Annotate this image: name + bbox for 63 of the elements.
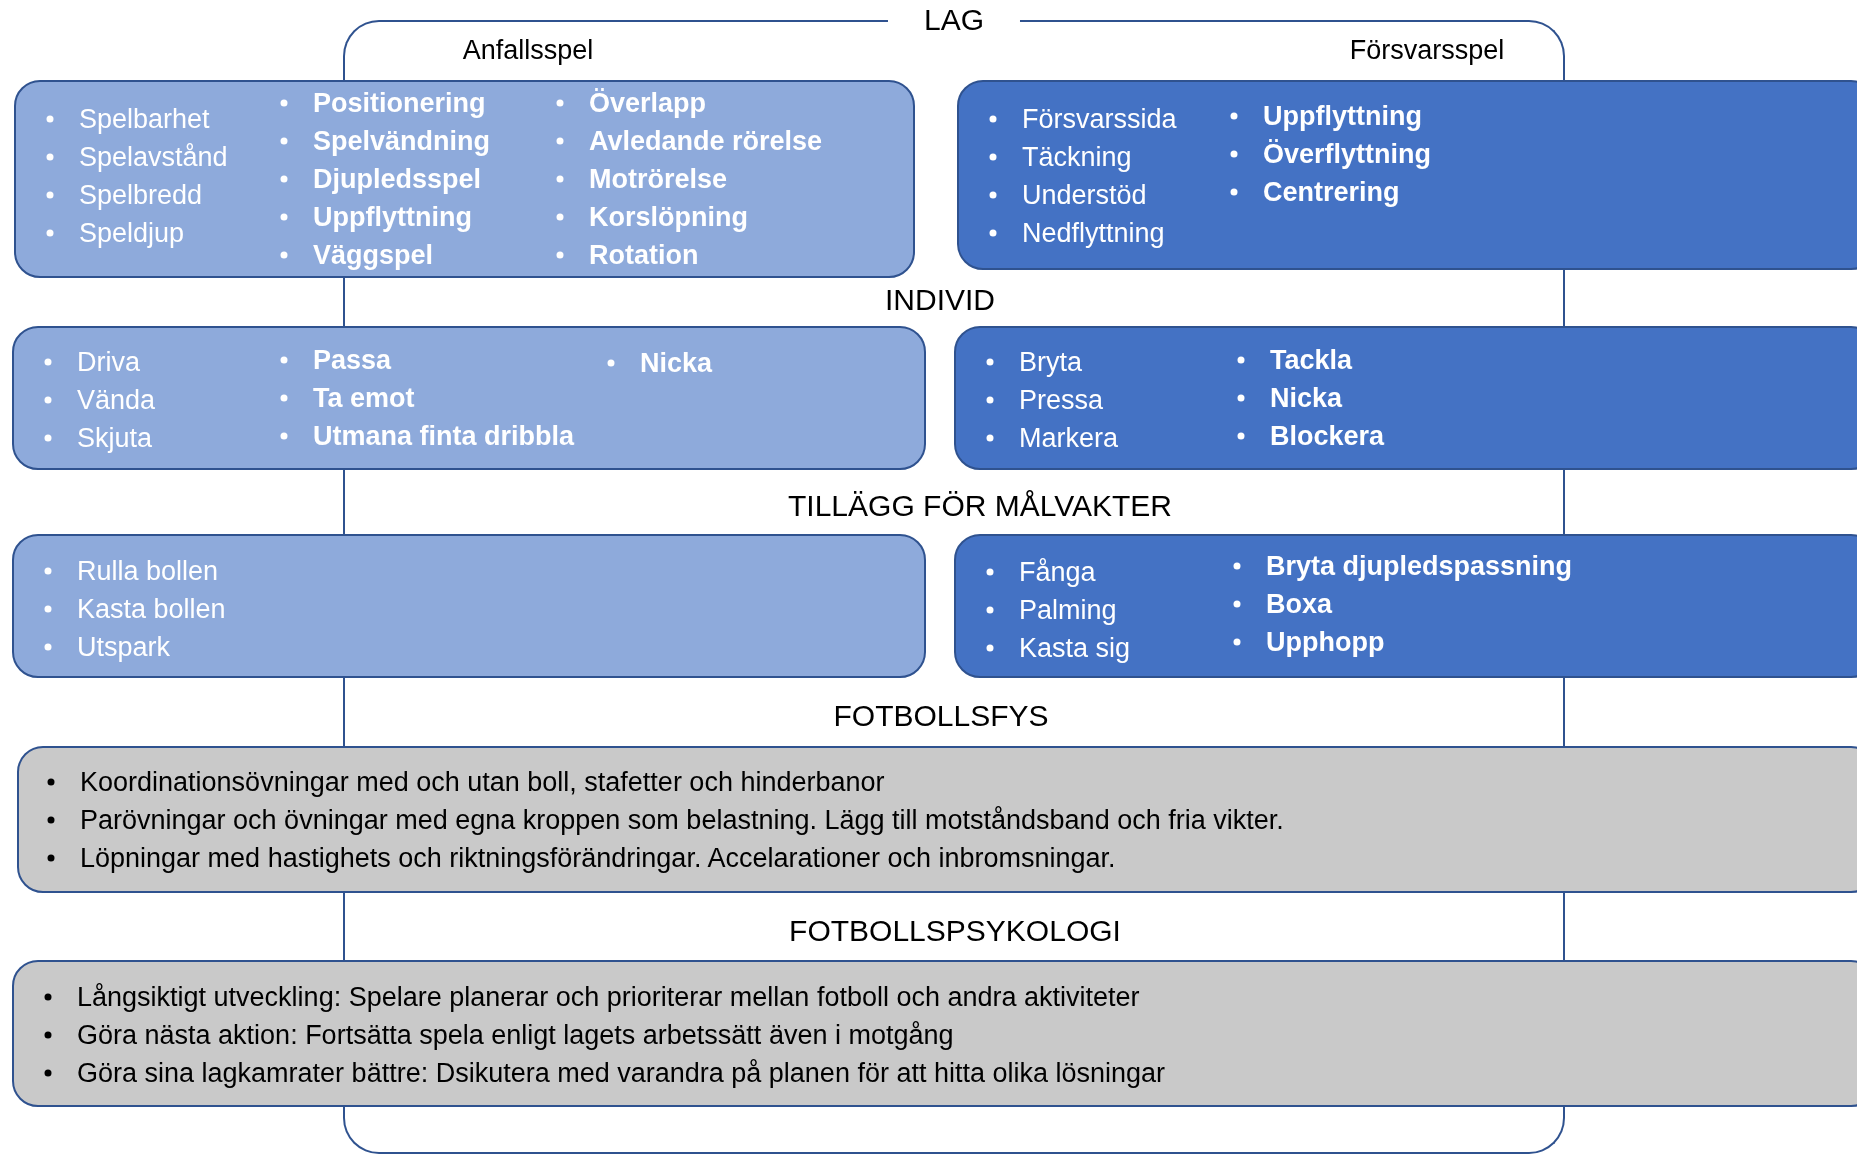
psychology-box bbox=[12, 960, 1857, 1107]
list-text: Driva bbox=[77, 347, 140, 377]
list-text: Koordinationsövningar med och utan boll, stafetter och hinderbanor bbox=[80, 767, 885, 797]
list-text: Spelvändning bbox=[313, 126, 491, 156]
list-text: Överflyttning bbox=[1263, 139, 1431, 169]
column-heading: Anfallsspel bbox=[462, 33, 594, 67]
list-text: Väggspel bbox=[313, 240, 434, 270]
list-text: Speldjup bbox=[79, 218, 185, 248]
list-text: Rulla bollen bbox=[77, 556, 219, 586]
column-heading: Försvarsspel bbox=[1349, 33, 1505, 67]
list-text: Göra nästa aktion: Fortsätta spela enligt lagets arbetssätt även i motgång bbox=[77, 1020, 954, 1050]
list-text: Djupledsspel bbox=[313, 164, 482, 194]
list-text: Bryta bbox=[1019, 347, 1083, 377]
list-text: Positionering bbox=[313, 88, 486, 118]
list-text: Fånga bbox=[1019, 557, 1096, 587]
goalkeeper-defense-box bbox=[954, 534, 1857, 678]
attack-individual-box bbox=[12, 326, 926, 470]
section-heading: INDIVID bbox=[885, 282, 995, 318]
list-text: Nicka bbox=[1270, 383, 1343, 413]
list-text: Nedflyttning bbox=[1022, 218, 1165, 248]
list-text: Utmana finta dribbla bbox=[313, 421, 575, 451]
list-text: Passa bbox=[313, 345, 392, 375]
list-text: Pressa bbox=[1019, 385, 1104, 415]
list-text: Bryta djupledspassning bbox=[1266, 551, 1573, 581]
list-text: Palming bbox=[1019, 595, 1117, 625]
list-text: Spelbarhet bbox=[79, 104, 210, 134]
fitness-box bbox=[17, 746, 1857, 893]
list-text: Vända bbox=[77, 385, 156, 415]
list-text: Markera bbox=[1019, 423, 1119, 453]
list-text: Uppflyttning bbox=[1263, 101, 1422, 131]
defense-individual-box bbox=[954, 326, 1857, 470]
list-text: Kasta bollen bbox=[77, 594, 226, 624]
list-text: Blockera bbox=[1270, 421, 1385, 451]
list-text: Motrörelse bbox=[589, 164, 728, 194]
section-heading: TILLÄGG FÖR MÅLVAKTER bbox=[788, 488, 1172, 524]
list-text: Parövningar och övningar med egna kroppen som belastning. Lägg till motståndsband och fria vikter. bbox=[80, 805, 1284, 835]
list-text: Försvarssida bbox=[1022, 104, 1177, 134]
goalkeeper-attack-box bbox=[12, 534, 926, 678]
list-text: Skjuta bbox=[77, 423, 153, 453]
list-text: Upphopp bbox=[1266, 627, 1385, 657]
list-text: Löpningar med hastighets och riktningsförändringar. Accelarationer och inbromsningar. bbox=[80, 843, 1116, 873]
section-heading: FOTBOLLSPSYKOLOGI bbox=[789, 913, 1121, 949]
list-text: Rotation bbox=[589, 240, 699, 270]
list-text: Centrering bbox=[1263, 177, 1400, 207]
list-text: Täckning bbox=[1022, 142, 1132, 172]
list-text: Spelavstånd bbox=[79, 142, 228, 172]
list-text: Uppflyttning bbox=[313, 202, 472, 232]
list-text: Långsiktigt utveckling: Spelare planerar och prioriterar mellan fotboll och andra aktiviteter bbox=[77, 982, 1140, 1012]
list-text: Ta emot bbox=[313, 383, 415, 413]
list-text: Kasta sig bbox=[1019, 633, 1131, 663]
list-text: Överlapp bbox=[589, 88, 707, 118]
list-text: Tackla bbox=[1270, 345, 1353, 375]
list-text: Göra sina lagkamrater bättre: Dsikutera med varandra på planen för att hitta olika lösningar bbox=[77, 1058, 1166, 1088]
list-text: Nicka bbox=[640, 348, 713, 378]
defense-team-box bbox=[957, 80, 1857, 270]
list-text: Boxa bbox=[1266, 589, 1333, 619]
section-heading: FOTBOLLSFYS bbox=[833, 698, 1049, 734]
list-text: Understöd bbox=[1022, 180, 1147, 210]
attack-team-box bbox=[14, 80, 915, 278]
list-text: Avledande rörelse bbox=[589, 126, 823, 156]
list-text: Korslöpning bbox=[589, 202, 748, 232]
list-text: Utspark bbox=[77, 632, 171, 662]
list-text: Spelbredd bbox=[79, 180, 203, 210]
